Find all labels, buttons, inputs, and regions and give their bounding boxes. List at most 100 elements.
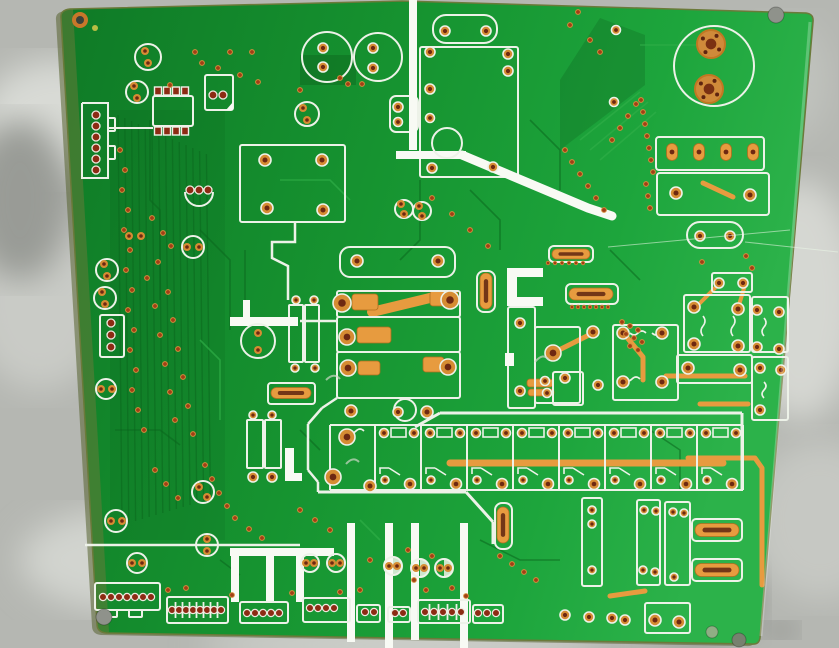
via xyxy=(345,81,351,87)
silk-outline xyxy=(552,371,584,406)
via xyxy=(575,9,581,15)
pad-hole xyxy=(703,83,715,95)
connector-pad xyxy=(216,605,226,615)
pad-hole xyxy=(395,564,399,568)
silk-outline xyxy=(691,558,743,582)
via xyxy=(569,159,575,165)
silk-circle xyxy=(195,533,219,557)
pad-hole xyxy=(490,164,496,170)
pad-hole xyxy=(429,165,435,171)
silk-circle xyxy=(134,43,162,71)
photo-artifacts xyxy=(325,21,839,637)
via xyxy=(567,22,573,28)
trace xyxy=(192,147,198,504)
ic-pad xyxy=(171,86,181,96)
mount-hole xyxy=(76,16,84,24)
pad-hole xyxy=(127,234,131,238)
connector-pad xyxy=(209,605,219,615)
silk-outline xyxy=(267,382,316,405)
pad-hole xyxy=(132,84,136,88)
via xyxy=(224,503,230,509)
via xyxy=(559,260,565,266)
via xyxy=(631,335,637,341)
pad-hole xyxy=(338,561,342,565)
via xyxy=(581,304,587,310)
copper-pour-shade xyxy=(560,18,645,150)
pad-hole xyxy=(399,202,403,206)
pad-hole xyxy=(545,391,549,395)
pad-hole xyxy=(370,45,376,51)
silk-thick-line xyxy=(457,150,617,221)
pad-hole xyxy=(474,431,478,435)
connector-pad xyxy=(313,603,323,613)
via xyxy=(566,260,572,266)
silk-path xyxy=(270,222,297,300)
silk-circle xyxy=(125,80,149,104)
trace-layer xyxy=(115,44,730,576)
slot-hole xyxy=(500,513,506,537)
pad-hole xyxy=(428,431,432,435)
pad-hole xyxy=(517,388,523,394)
pad-hole xyxy=(545,481,551,487)
pad-hole xyxy=(313,366,317,370)
pad-hole xyxy=(673,190,679,196)
switch-symbol-icon xyxy=(517,467,539,476)
connector-pad xyxy=(274,608,284,618)
via xyxy=(597,49,603,55)
via xyxy=(133,367,139,373)
pad-hole xyxy=(429,478,433,482)
via xyxy=(162,361,168,367)
pad-hole xyxy=(747,192,753,198)
slot-hole xyxy=(702,567,732,573)
pad-hole xyxy=(100,290,104,294)
via xyxy=(593,304,599,310)
connector-pad xyxy=(390,608,400,618)
connector-pad xyxy=(98,592,108,602)
via xyxy=(463,593,469,599)
via xyxy=(215,65,221,71)
via xyxy=(123,267,129,273)
pad-hole xyxy=(682,511,686,515)
via xyxy=(119,187,125,193)
via xyxy=(259,535,265,541)
via xyxy=(485,243,491,249)
silk-path xyxy=(81,102,109,179)
silk-outline xyxy=(644,602,691,634)
connector-outline xyxy=(94,582,161,611)
pad-hole xyxy=(705,478,709,482)
pad-hole xyxy=(550,431,554,435)
via xyxy=(467,227,473,233)
pad-dimple xyxy=(701,95,706,100)
via xyxy=(562,147,568,153)
pad-hole xyxy=(301,106,305,110)
via xyxy=(509,561,515,567)
pad-hole xyxy=(613,478,617,482)
pad-dark xyxy=(91,143,101,153)
via xyxy=(232,515,238,521)
pad-dark xyxy=(203,185,213,195)
pad-hole xyxy=(103,302,107,306)
via xyxy=(297,507,303,513)
pad-hole xyxy=(444,363,452,371)
silk-outline xyxy=(419,46,519,178)
mount-hole xyxy=(731,632,747,648)
via xyxy=(643,181,649,187)
pad-hole xyxy=(205,549,209,553)
trace xyxy=(479,539,560,561)
pad-hole xyxy=(595,382,601,388)
via xyxy=(255,79,261,85)
pad-hole xyxy=(329,473,337,481)
pad-layer xyxy=(91,9,787,629)
pad-hole xyxy=(354,258,360,264)
silk-outline xyxy=(264,419,282,469)
pad-hole xyxy=(483,28,489,34)
pad-hole xyxy=(696,149,702,155)
pad-hole xyxy=(637,481,643,487)
resistor-symbol-icon xyxy=(712,427,729,438)
pad-hole xyxy=(562,612,568,618)
inductor-squiggle-icon xyxy=(700,315,706,337)
silk-outline xyxy=(99,314,125,358)
silk-circle xyxy=(673,25,755,107)
ic-pad xyxy=(162,126,172,136)
pad-hole xyxy=(304,561,308,565)
